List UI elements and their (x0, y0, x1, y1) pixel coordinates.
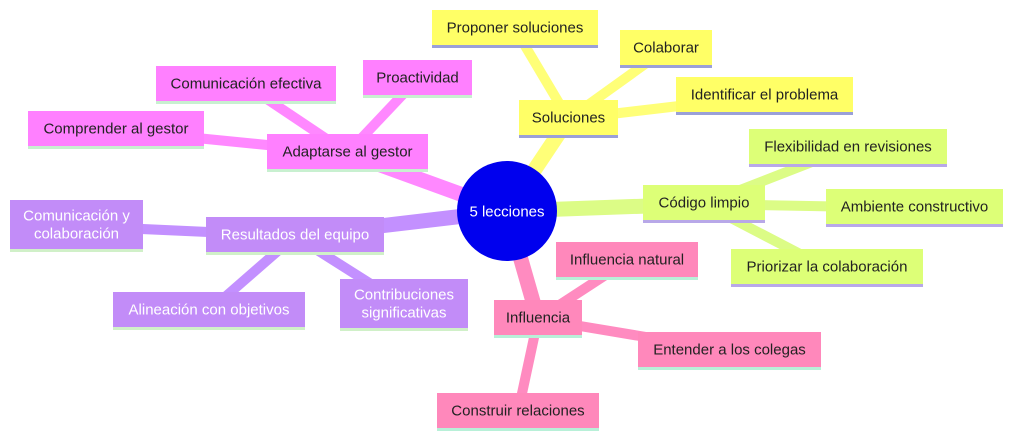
node-colaborar-label: Colaborar (633, 40, 699, 57)
node-priorizar-la-colaboracion-underline (731, 284, 923, 287)
node-ambiente-constructivo[interactable]: Ambiente constructivo (826, 189, 1003, 227)
node-priorizar-la-colaboracion[interactable]: Priorizar la colaboración (731, 249, 923, 287)
node-proponer-soluciones-underline (432, 45, 598, 48)
branch-soluciones-label: Soluciones (532, 110, 605, 127)
root-node[interactable]: 5 lecciones (457, 161, 557, 261)
node-colaborar[interactable]: Colaborar (620, 30, 712, 68)
node-comunicacion-efectiva[interactable]: Comunicación efectiva (156, 66, 336, 104)
node-entender-a-los-colegas-box (638, 332, 821, 370)
node-identificar-el-problema-underline (676, 112, 853, 115)
node-comunicacion-y-colaboracion-label-line-2: colaboración (34, 226, 119, 243)
branch-soluciones[interactable]: Soluciones (519, 100, 618, 138)
node-boxes: Proponer solucionesColaborarIdentificar … (10, 10, 1003, 431)
node-proponer-soluciones[interactable]: Proponer soluciones (432, 10, 598, 48)
node-comprender-al-gestor-label: Comprender al gestor (43, 121, 188, 138)
node-influencia-natural-box (556, 242, 698, 280)
branch-adaptarse-box (267, 134, 428, 172)
node-identificar-el-problema[interactable]: Identificar el problema (676, 77, 853, 115)
branch-codigo-box (643, 185, 765, 223)
node-flexibilidad-en-revisiones-underline (749, 164, 947, 167)
node-alineacion-con-objetivos[interactable]: Alineación con objetivos (113, 292, 305, 330)
node-comunicacion-y-colaboracion-box (10, 200, 143, 252)
node-alineacion-con-objetivos-box (113, 292, 305, 330)
node-entender-a-los-colegas-label: Entender a los colegas (653, 342, 806, 359)
node-influencia-natural-label: Influencia natural (570, 252, 684, 269)
node-comprender-al-gestor-underline (28, 146, 204, 149)
node-identificar-el-problema-box (676, 77, 853, 115)
node-priorizar-la-colaboracion-label: Priorizar la colaboración (747, 259, 908, 276)
node-comprender-al-gestor[interactable]: Comprender al gestor (28, 111, 204, 149)
branch-adaptarse-label: Adaptarse al gestor (282, 144, 412, 161)
branch-influencia-underline (494, 335, 582, 338)
branch-adaptarse[interactable]: Adaptarse al gestor (267, 134, 428, 172)
node-entender-a-los-colegas-underline (638, 367, 821, 370)
branch-soluciones-box (519, 100, 618, 138)
node-comunicacion-y-colaboracion-underline (10, 249, 143, 252)
node-proactividad[interactable]: Proactividad (363, 60, 472, 98)
node-flexibilidad-en-revisiones[interactable]: Flexibilidad en revisiones (749, 129, 947, 167)
node-flexibilidad-en-revisiones-label: Flexibilidad en revisiones (764, 139, 932, 156)
node-construir-relaciones[interactable]: Construir relaciones (437, 393, 599, 431)
node-proactividad-label: Proactividad (376, 70, 459, 87)
node-construir-relaciones-underline (437, 428, 599, 431)
node-contribuciones-significativas-label-line-1: Contribuciones (354, 287, 454, 304)
node-proponer-soluciones-box (432, 10, 598, 48)
node-colaborar-underline (620, 65, 712, 68)
branch-resultados[interactable]: Resultados del equipo (206, 217, 384, 255)
branch-resultados-box (206, 217, 384, 255)
branch-influencia-label: Influencia (506, 310, 571, 327)
node-construir-relaciones-box (437, 393, 599, 431)
node-comprender-al-gestor-box (28, 111, 204, 149)
node-comunicacion-efectiva-box (156, 66, 336, 104)
node-contribuciones-significativas-label-line-2: significativas (361, 305, 446, 322)
node-priorizar-la-colaboracion-box (731, 249, 923, 287)
node-alineacion-con-objetivos-underline (113, 327, 305, 330)
node-identificar-el-problema-label: Identificar el problema (691, 87, 839, 104)
branch-resultados-label: Resultados del equipo (221, 227, 369, 244)
node-comunicacion-efectiva-label: Comunicación efectiva (171, 76, 323, 93)
root-circle (457, 161, 557, 261)
node-comunicacion-y-colaboracion-label-line-1: Comunicación y (23, 208, 130, 225)
branch-adaptarse-underline (267, 169, 428, 172)
node-comunicacion-efectiva-underline (156, 101, 336, 104)
node-contribuciones-significativas-underline (340, 328, 468, 331)
branch-influencia-box (494, 300, 582, 338)
node-flexibilidad-en-revisiones-box (749, 129, 947, 167)
node-contribuciones-significativas-box (340, 279, 468, 331)
node-alineacion-con-objetivos-label: Alineación con objetivos (129, 302, 290, 319)
node-ambiente-constructivo-label: Ambiente constructivo (841, 199, 989, 216)
node-entender-a-los-colegas[interactable]: Entender a los colegas (638, 332, 821, 370)
node-influencia-natural-underline (556, 277, 698, 280)
node-proactividad-underline (363, 95, 472, 98)
branch-codigo-label: Código limpio (659, 195, 750, 212)
node-ambiente-constructivo-underline (826, 224, 1003, 227)
node-construir-relaciones-label: Construir relaciones (451, 403, 584, 420)
node-ambiente-constructivo-box (826, 189, 1003, 227)
branch-soluciones-underline (519, 135, 618, 138)
branch-codigo[interactable]: Código limpio (643, 185, 765, 223)
branch-influencia[interactable]: Influencia (494, 300, 582, 338)
node-proponer-soluciones-label: Proponer soluciones (447, 20, 584, 37)
branch-codigo-underline (643, 220, 765, 223)
node-colaborar-box (620, 30, 712, 68)
root-label: 5 lecciones (469, 204, 544, 221)
node-influencia-natural[interactable]: Influencia natural (556, 242, 698, 280)
branch-resultados-underline (206, 252, 384, 255)
node-proactividad-box (363, 60, 472, 98)
